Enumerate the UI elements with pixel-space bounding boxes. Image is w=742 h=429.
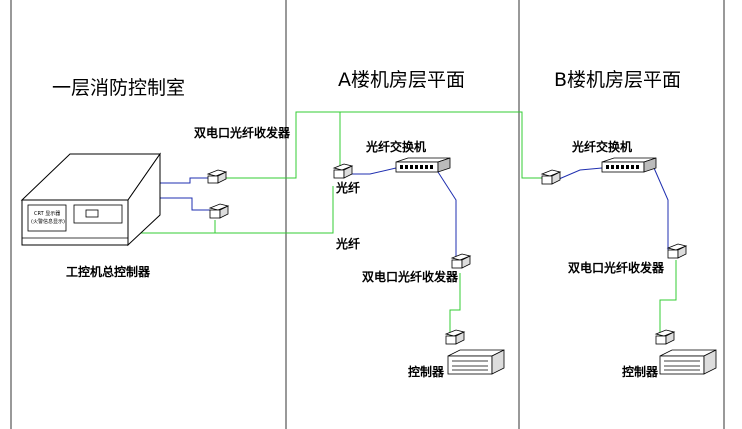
- transceiver-b: [666, 243, 688, 259]
- transceiver-top: [206, 169, 228, 184]
- label-controller-a: 控制器: [408, 364, 445, 379]
- fiber-switch-b: [601, 157, 657, 173]
- section-title-building-b: B楼机房层平面: [554, 69, 681, 91]
- copper-ipc-to-top-transceiver: [152, 177, 208, 184]
- transceiver-bottom: [208, 203, 230, 219]
- section-title-building-a: A楼机房层平面: [338, 69, 465, 91]
- label-transceiver-b: 双电口光纤收发器: [568, 260, 665, 275]
- transceiver-a: [450, 253, 472, 269]
- fiber-b-to-controller: [659, 260, 677, 340]
- ipc-screen-line2: (火警信息显示): [31, 218, 65, 225]
- transceiver-a-lower: [444, 329, 466, 345]
- copper-b-transceiver-to-switch: [551, 167, 603, 183]
- label-transceiver-a: 双电口光纤收发器: [362, 269, 459, 284]
- fiber-switch-a: [395, 157, 451, 173]
- fiber-top-branch-a: [296, 111, 341, 168]
- fiber-top-to-a-b: [218, 111, 542, 179]
- controller-a: [447, 349, 505, 375]
- section-dividers: [10, 0, 725, 429]
- controller-b: [659, 349, 717, 375]
- label-transceiver-top: 双电口光纤收发器: [194, 125, 291, 140]
- ipc-screen-panel: [27, 204, 67, 232]
- label-ipc-controller: 工控机总控制器: [66, 264, 151, 279]
- label-fiber-a-1: 光纤: [335, 180, 360, 195]
- copper-ipc-to-bottom-transceiver: [152, 197, 210, 211]
- ipc-screen-line1: CRT 显示器: [34, 211, 60, 217]
- copper-a-switch-to-transceiver: [437, 171, 457, 258]
- fiber-a-to-controller: [449, 273, 461, 340]
- label-fiber-a-2: 光纤: [335, 236, 360, 251]
- ipc-drive-slot: [85, 209, 99, 218]
- label-fiber-switch-a: 光纤交换机: [365, 139, 426, 154]
- transceiver-b-lower: [654, 329, 676, 345]
- section-title-control-room: 一层消防控制室: [52, 77, 185, 99]
- copper-b-switch-to-transceiver: [653, 167, 669, 250]
- fiber-ipc-loop: [130, 186, 334, 234]
- copper-links: [152, 167, 669, 258]
- copper-a-transceiver-to-switch: [346, 167, 397, 175]
- transceiver-a-top: [332, 163, 354, 179]
- transceiver-b-left: [540, 169, 562, 185]
- label-controller-b: 控制器: [622, 364, 659, 379]
- fiber-links: [130, 111, 677, 340]
- label-fiber-switch-b: 光纤交换机: [571, 139, 632, 154]
- ipc-controller: CRT 显示器 (火警信息显示): [20, 152, 161, 247]
